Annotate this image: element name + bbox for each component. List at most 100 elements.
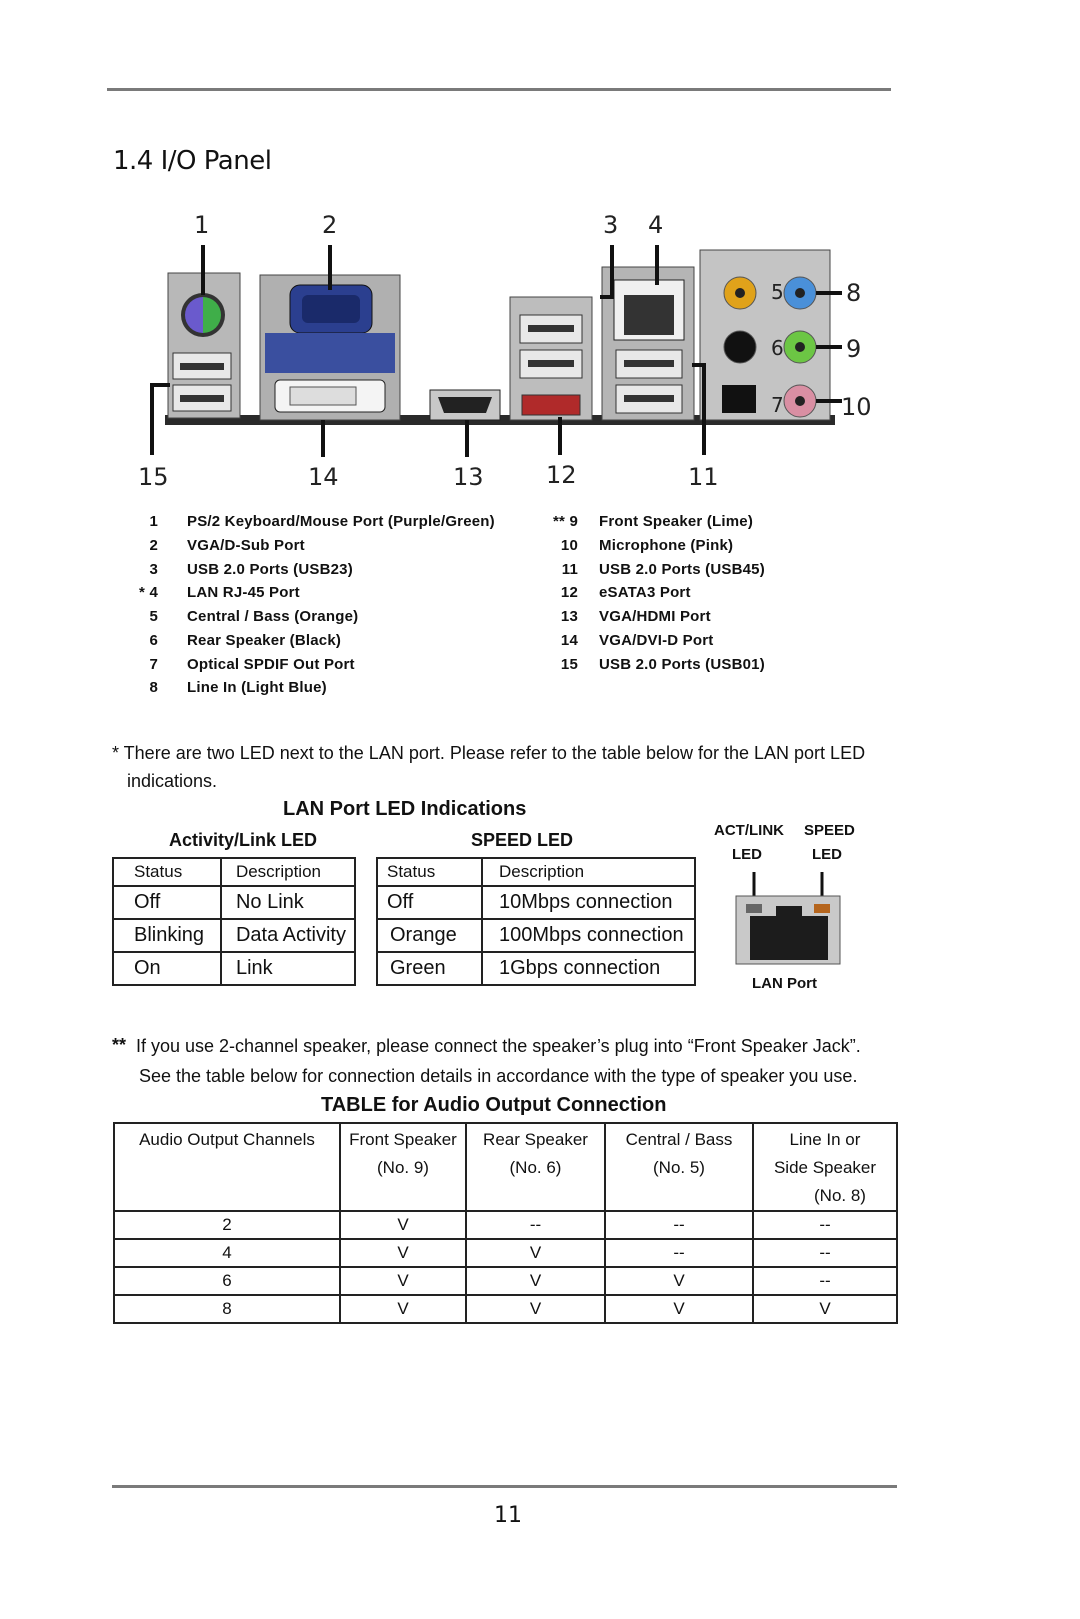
spdif-port-icon xyxy=(722,385,756,413)
callout-8: 8 xyxy=(846,279,862,307)
lan-note-line-1: * There are two LED next to the LAN port… xyxy=(112,743,866,763)
table-header-cell: Central / Bass(No. 5) xyxy=(604,1122,754,1212)
table-cell: V xyxy=(604,1266,754,1296)
table-cell: Off xyxy=(112,886,222,920)
table-row: 4 V V -- -- xyxy=(113,1238,898,1268)
table-cell: V xyxy=(465,1294,606,1324)
header-rule xyxy=(107,88,891,91)
table-cell: 8 xyxy=(113,1294,341,1324)
table-cell: No Link xyxy=(219,886,357,920)
esata-port-icon xyxy=(521,394,581,416)
lan-port-icon xyxy=(735,872,841,965)
table-cell: 6 xyxy=(113,1266,341,1296)
footer-rule xyxy=(112,1485,897,1488)
activity-led-table: Status Description Off No Link Blinking … xyxy=(112,857,357,986)
lan-led-heading: LAN Port LED Indications xyxy=(283,798,527,820)
speed-label: SPEED xyxy=(804,822,855,839)
speaker-note-marker: ** xyxy=(112,1035,127,1055)
table-header-row: Status Description xyxy=(376,858,696,887)
table-cell: V xyxy=(465,1238,606,1268)
table-cell: V xyxy=(604,1294,754,1324)
table-cell: V xyxy=(465,1266,606,1296)
table-row: Orange 100Mbps connection xyxy=(376,919,696,953)
audio-output-table: Audio Output Channels Front Speaker(No. … xyxy=(113,1122,898,1324)
table-cell: -- xyxy=(604,1210,754,1240)
table-cell: 10Mbps connection xyxy=(481,886,696,920)
table-row: On Link xyxy=(112,952,357,986)
table-cell: V xyxy=(339,1266,467,1296)
table-row: Blinking Data Activity xyxy=(112,919,357,953)
table-cell: -- xyxy=(604,1238,754,1268)
io-panel-illustration xyxy=(150,245,842,457)
callout-5: 5 xyxy=(771,280,784,304)
callout-12: 12 xyxy=(546,461,577,489)
vga-blue-plate xyxy=(265,333,395,373)
audio-table-heading: TABLE for Audio Output Connection xyxy=(321,1094,667,1116)
table-header-cell: Status xyxy=(112,858,222,887)
table-cell: Orange xyxy=(376,919,483,953)
table-cell: Off xyxy=(376,886,483,920)
table-header-cell: Status xyxy=(376,858,483,887)
act-link-label: ACT/LINK xyxy=(714,822,784,839)
table-cell: Data Activity xyxy=(219,919,357,953)
lan-note-line-2: indications. xyxy=(127,771,218,791)
table-header-cell: Audio Output Channels xyxy=(113,1122,341,1212)
callout-6: 6 xyxy=(771,336,784,360)
table-header-row: Status Description xyxy=(112,858,357,887)
speed-led-heading: SPEED LED xyxy=(471,830,574,850)
speaker-note-line-2: See the table below for connection detai… xyxy=(139,1066,858,1086)
table-header-cell: Description xyxy=(481,858,696,887)
callout-3: 3 xyxy=(603,211,619,239)
table-cell: -- xyxy=(752,1266,898,1296)
table-cell: 1Gbps connection xyxy=(481,952,696,986)
table-row: 2 V -- -- -- xyxy=(113,1210,898,1240)
callout-2: 2 xyxy=(322,211,338,239)
callout-1: 1 xyxy=(194,211,210,239)
callout-14: 14 xyxy=(308,463,339,491)
table-cell: -- xyxy=(465,1210,606,1240)
callout-15: 15 xyxy=(138,463,169,491)
table-header-cell: Description xyxy=(219,858,357,887)
callout-4: 4 xyxy=(648,211,664,239)
table-cell: 100Mbps connection xyxy=(481,919,696,953)
table-row: 6 V V V -- xyxy=(113,1266,898,1296)
table-cell: V xyxy=(339,1294,467,1324)
table-row: 8 V V V V xyxy=(113,1294,898,1324)
io-panel-diagram: 1 2 3 4 8 9 10 5 6 7 15 14 13 12 11 xyxy=(130,205,890,495)
act-link-led-label: LED xyxy=(732,846,762,863)
speaker-note-line-1: If you use 2-channel speaker, please con… xyxy=(136,1036,861,1056)
table-cell: Blinking xyxy=(112,919,222,953)
table-cell: Green xyxy=(376,952,483,986)
table-cell: Link xyxy=(219,952,357,986)
page-number: 11 xyxy=(494,1503,522,1528)
lan-port-caption: LAN Port xyxy=(752,975,817,992)
table-cell: -- xyxy=(752,1210,898,1240)
table-cell: 4 xyxy=(113,1238,341,1268)
jack-black-icon xyxy=(723,330,757,364)
table-cell: -- xyxy=(752,1238,898,1268)
table-cell: On xyxy=(112,952,222,986)
table-row: Green 1Gbps connection xyxy=(376,952,696,986)
table-cell: 2 xyxy=(113,1210,341,1240)
table-cell: V xyxy=(339,1238,467,1268)
ps2-green-half xyxy=(203,297,221,333)
table-cell: V xyxy=(752,1294,898,1324)
section-title: 1.4 I/O Panel xyxy=(113,146,272,176)
speed-led-table: Status Description Off 10Mbps connection… xyxy=(376,857,696,986)
ps2-purple-half xyxy=(185,297,203,333)
table-cell: V xyxy=(339,1210,467,1240)
callout-9: 9 xyxy=(846,335,862,363)
callout-11: 11 xyxy=(688,463,719,491)
callout-7: 7 xyxy=(771,393,784,417)
speed-led-label: LED xyxy=(812,846,842,863)
table-row: Off 10Mbps connection xyxy=(376,886,696,920)
activity-led-heading: Activity/Link LED xyxy=(169,830,318,850)
callout-13: 13 xyxy=(453,463,484,491)
lan-port-figure xyxy=(730,870,850,970)
callout-10: 10 xyxy=(841,393,872,421)
table-header-cell: Front Speaker(No. 9) xyxy=(339,1122,467,1212)
table-header-row: Audio Output Channels Front Speaker(No. … xyxy=(113,1122,898,1212)
table-row: Off No Link xyxy=(112,886,357,920)
table-header-cell: Rear Speaker(No. 6) xyxy=(465,1122,606,1212)
